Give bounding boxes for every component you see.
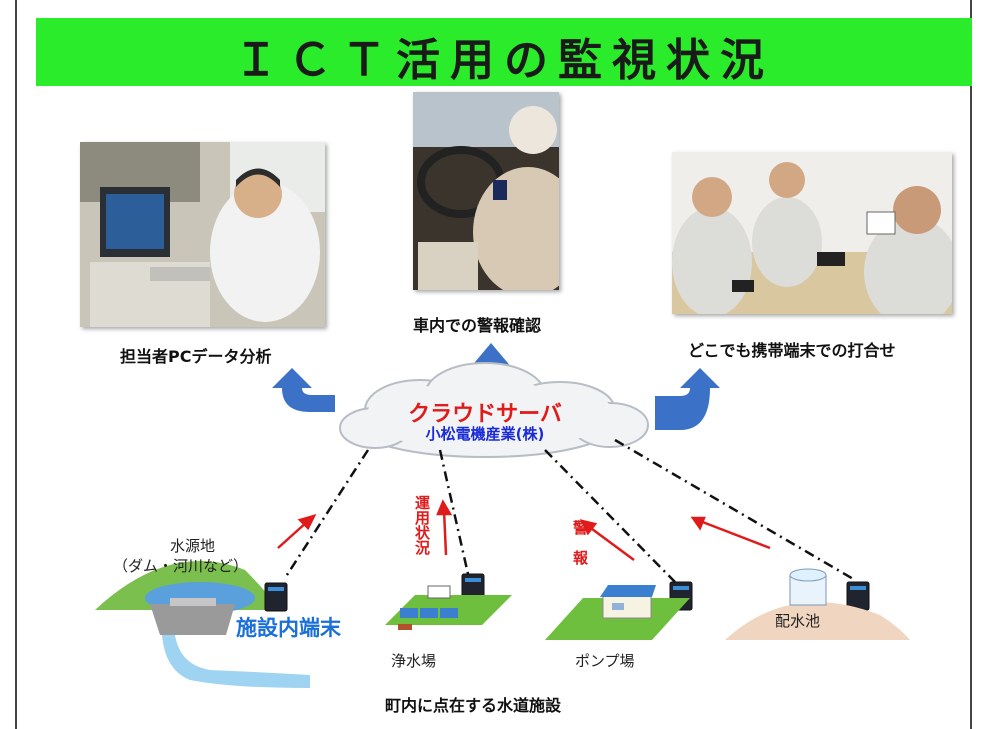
photo-meeting: [672, 152, 952, 314]
cloud-server-title: クラウドサーバ: [408, 402, 562, 427]
link-reservoir: [614, 438, 856, 582]
title-bar: ＩＣＴ活用の監視状況: [36, 18, 972, 86]
label-purification-plant: 浄水場: [391, 652, 437, 670]
office-pc-illustration: [80, 142, 325, 327]
red-arrows: [277, 499, 771, 562]
footer-caption: 町内に点在する水道施設: [385, 696, 562, 715]
page-frame: [15, 0, 972, 729]
caption-in-car: 車内での警報確認: [413, 316, 542, 335]
arrow-curved-right: [655, 368, 720, 430]
photo-office-pc: [80, 142, 325, 327]
terminal-screens: [268, 578, 866, 591]
terminal-devices: [264, 573, 870, 612]
arrow-curved-left: [272, 368, 335, 412]
label-operation-status: 運用状況: [413, 495, 431, 555]
reservoir-illustration: [725, 568, 910, 640]
cloud-server-company: 小松電機産業(株): [425, 425, 545, 443]
caption-meeting: どこでも携帯端末での打合せ: [688, 341, 896, 360]
cloud-fill: [360, 372, 612, 448]
caption-office-pc: 担当者PCデータ分析: [120, 347, 272, 366]
meeting-illustration: [672, 152, 952, 314]
photo-in-car: [413, 92, 559, 290]
in-car-illustration: [413, 92, 559, 290]
link-water-source: [283, 449, 370, 579]
purification-plant-illustration: [385, 585, 512, 630]
water-source-illustration: [95, 561, 310, 688]
label-reservoir: 配水池: [775, 612, 821, 630]
label-water-source-sub: （ダム・河川など）: [113, 557, 249, 575]
link-pump: [544, 449, 676, 583]
label-alarm: 警 報: [571, 520, 589, 565]
label-water-source: 水源地: [170, 537, 216, 555]
page-title: ＩＣＴ活用の監視状況: [234, 35, 774, 86]
pump-station-illustration: [545, 585, 690, 640]
links: [283, 438, 856, 583]
label-pump-station: ポンプ場: [575, 652, 635, 670]
label-facility-terminal: 施設内端末: [236, 616, 341, 640]
